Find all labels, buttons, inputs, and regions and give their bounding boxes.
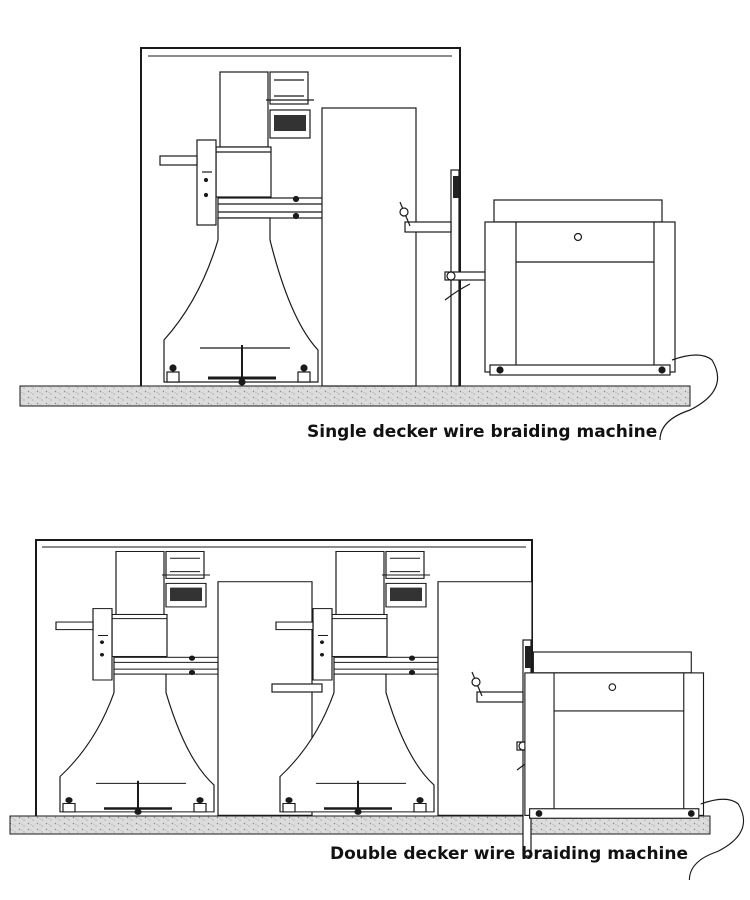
braider-unit-2 <box>274 549 534 817</box>
braider-unit-1 <box>54 549 314 817</box>
ground-slab <box>19 385 691 407</box>
double-decker-caption: Double decker wire braiding machine <box>330 844 689 864</box>
ground-slab <box>9 815 711 835</box>
link-bar <box>271 683 323 693</box>
braider-unit <box>158 70 418 388</box>
enclosure-frame <box>140 47 461 386</box>
double-decker-diagram <box>9 539 745 881</box>
single-decker-diagram <box>19 47 719 441</box>
single-decker-caption: Single decker wire braiding machine <box>307 422 658 442</box>
